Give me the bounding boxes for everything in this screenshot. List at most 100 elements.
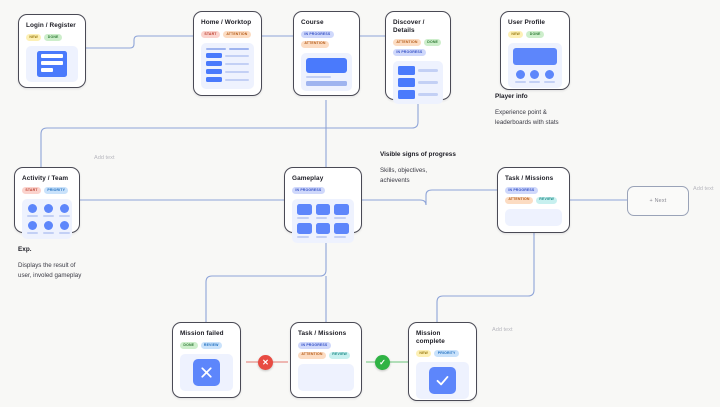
badge-in-progress: IN PROGRESS — [292, 187, 325, 194]
badge-done: DONE — [44, 34, 62, 41]
badge-new: NEW — [508, 31, 524, 38]
member-avatar — [43, 220, 54, 234]
badge-in-progress: IN PROGRESS — [505, 187, 538, 194]
node-mission-complete[interactable]: Mission complete NEW PRIORITY — [408, 322, 477, 401]
avatar — [529, 69, 541, 83]
node-preview — [201, 42, 254, 89]
node-preview — [292, 198, 354, 243]
node-preview — [301, 52, 352, 92]
badge-priority: PRIORITY — [434, 350, 459, 358]
node-user-profile[interactable]: User Profile NEW DONE — [500, 11, 570, 90]
success-marker[interactable]: ✓ — [375, 355, 390, 370]
node-title: Discover / Details — [393, 19, 425, 35]
preview-row — [206, 77, 249, 83]
badge-group: DONE REVIEW — [180, 342, 233, 349]
preview-row — [206, 53, 249, 59]
node-title: Gameplay — [292, 175, 324, 182]
preview-row — [398, 65, 438, 75]
member-grid — [27, 203, 70, 234]
add-text-right[interactable]: Add text — [693, 186, 714, 192]
node-mission-failed[interactable]: Mission failed DONE REVIEW — [172, 322, 241, 398]
preview-rows — [306, 57, 347, 87]
badge-attention: ATTENTION — [298, 351, 326, 359]
annotation-body: Experience point & leaderboards with sta… — [495, 108, 559, 126]
badge-attention: ATTENTION — [505, 196, 533, 204]
badge-review: REVIEW — [328, 351, 351, 359]
node-home-worktop[interactable]: Home / Worktop START ATTENTION — [193, 11, 262, 96]
node-gameplay[interactable]: Gameplay IN PROGRESS — [284, 167, 362, 243]
badge-attention: ATTENTION — [301, 40, 329, 48]
hero-banner — [306, 57, 347, 73]
annotation-heading: Exp. — [18, 246, 32, 253]
node-task-missions-right[interactable]: Task / Missions IN PROGRESS ATTENTION RE… — [497, 167, 570, 233]
add-text-bottom[interactable]: Add text — [492, 327, 513, 333]
next-node-placeholder[interactable]: + Next — [627, 186, 689, 216]
badge-attention: ATTENTION — [393, 39, 421, 47]
tile — [297, 222, 312, 238]
member-avatar — [43, 203, 54, 217]
tile — [315, 222, 331, 238]
badge-start: START — [22, 187, 41, 194]
node-preview — [505, 208, 562, 226]
preview-row — [306, 75, 347, 79]
node-title: Mission failed — [180, 330, 224, 337]
node-title: Task / Missions — [298, 330, 347, 337]
node-title: Mission complete — [416, 330, 445, 346]
add-text-left[interactable]: Add text — [94, 155, 115, 161]
tile — [334, 203, 349, 219]
preview-row — [206, 69, 249, 75]
preview-rows — [398, 65, 438, 99]
badge-group: NEW DONE — [26, 34, 78, 41]
node-preview — [22, 198, 72, 239]
preview-row — [398, 77, 438, 87]
node-title: Task / Missions — [505, 175, 554, 182]
node-title: Login / Register — [26, 22, 76, 29]
badge-done: DONE — [180, 342, 198, 349]
badge-group: ATTENTION DONE IN PROGRESS — [393, 39, 443, 56]
avatar — [544, 69, 556, 83]
node-task-missions-bottom[interactable]: Task / Missions IN PROGRESS ATTENTION RE… — [290, 322, 362, 398]
badge-in-progress: IN PROGRESS — [301, 31, 334, 38]
badge-done: DONE — [423, 39, 442, 47]
badge-new: NEW — [26, 34, 42, 41]
member-avatar — [27, 220, 38, 234]
annotation-heading: Visible signs of progress — [380, 151, 456, 158]
node-title: Home / Worktop — [201, 19, 252, 26]
failed-icon — [193, 358, 220, 386]
badge-group: IN PROGRESS ATTENTION REVIEW — [505, 187, 562, 204]
node-preview — [298, 363, 354, 391]
annotation-body: Displays the result of user, involed gam… — [18, 261, 82, 279]
preview-row — [206, 61, 249, 67]
node-preview — [508, 42, 562, 88]
avatar — [514, 69, 526, 83]
member-avatar — [27, 203, 38, 217]
node-preview — [416, 362, 469, 400]
badge-group: IN PROGRESS ATTENTION — [301, 31, 352, 48]
annotation-player-info: Player info Experience point & leaderboa… — [495, 92, 665, 128]
badge-group: IN PROGRESS — [292, 187, 354, 194]
node-course[interactable]: Course IN PROGRESS ATTENTION — [293, 11, 360, 96]
tile — [334, 222, 349, 238]
badge-review: REVIEW — [200, 342, 222, 349]
node-discover-details[interactable]: Discover / Details ATTENTION DONE IN PRO… — [385, 11, 451, 104]
annotation-body: Skills, objectives, achievents — [380, 166, 428, 184]
node-activity-team[interactable]: Activity / Team START PRIORITY — [14, 167, 80, 239]
tile-grid — [297, 203, 349, 238]
badge-group: START PRIORITY — [22, 187, 72, 194]
node-login-register[interactable]: Login / Register NEW DONE — [18, 14, 86, 88]
node-title: Course — [301, 19, 324, 26]
node-preview — [26, 45, 78, 82]
node-preview — [180, 353, 233, 391]
badge-in-progress: IN PROGRESS — [298, 342, 331, 349]
annotation-exp: Exp. Displays the result of user, invole… — [18, 245, 178, 281]
tile — [297, 203, 312, 219]
node-preview — [393, 60, 443, 104]
preview-rows — [206, 47, 249, 83]
node-title: Activity / Team — [22, 175, 69, 182]
badge-priority: PRIORITY — [43, 187, 69, 194]
member-avatar — [59, 203, 70, 217]
fail-marker[interactable]: ✕ — [258, 355, 273, 370]
badge-group: IN PROGRESS ATTENTION REVIEW — [298, 342, 354, 359]
badge-group: NEW PRIORITY — [416, 350, 469, 358]
